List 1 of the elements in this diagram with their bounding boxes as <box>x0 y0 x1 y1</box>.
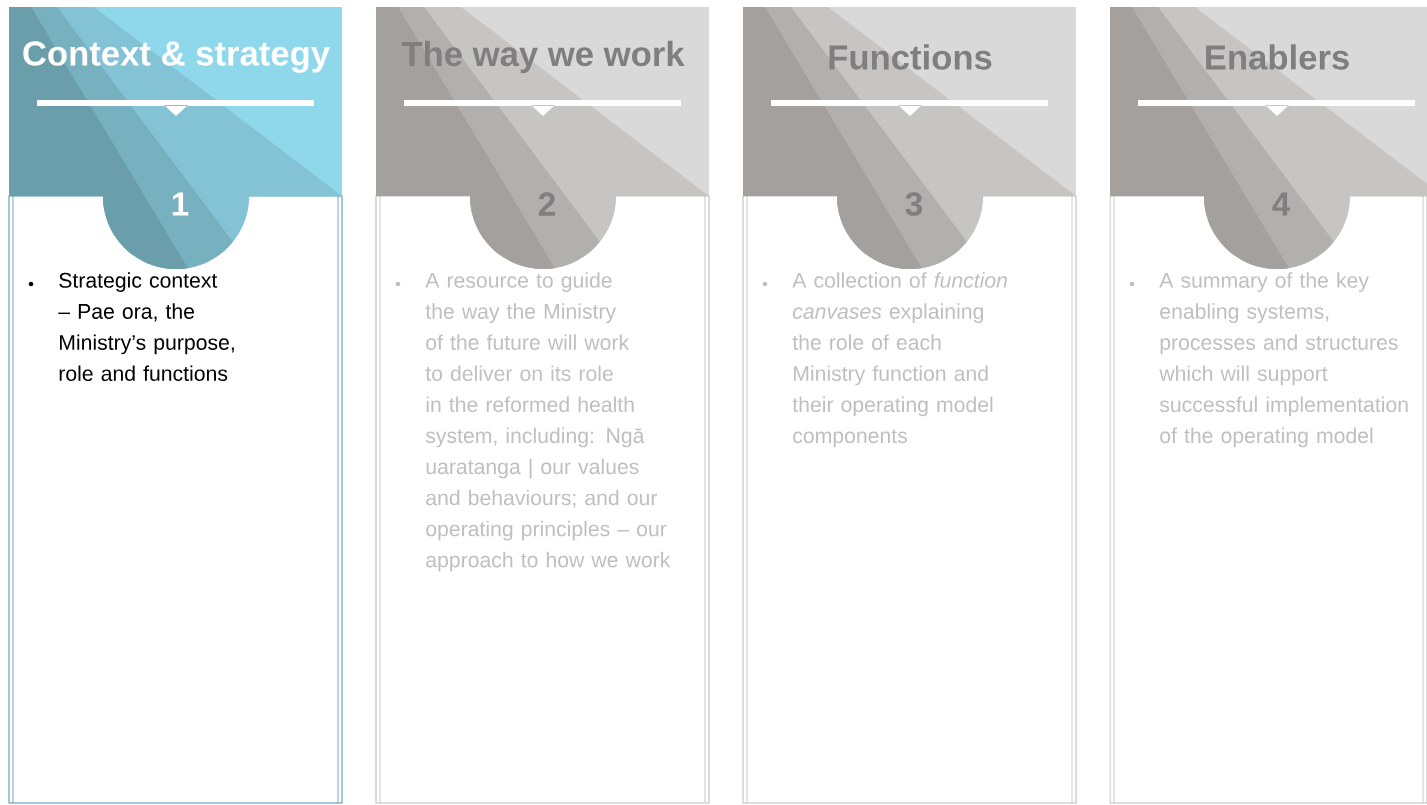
step-number: 1 <box>172 192 189 216</box>
